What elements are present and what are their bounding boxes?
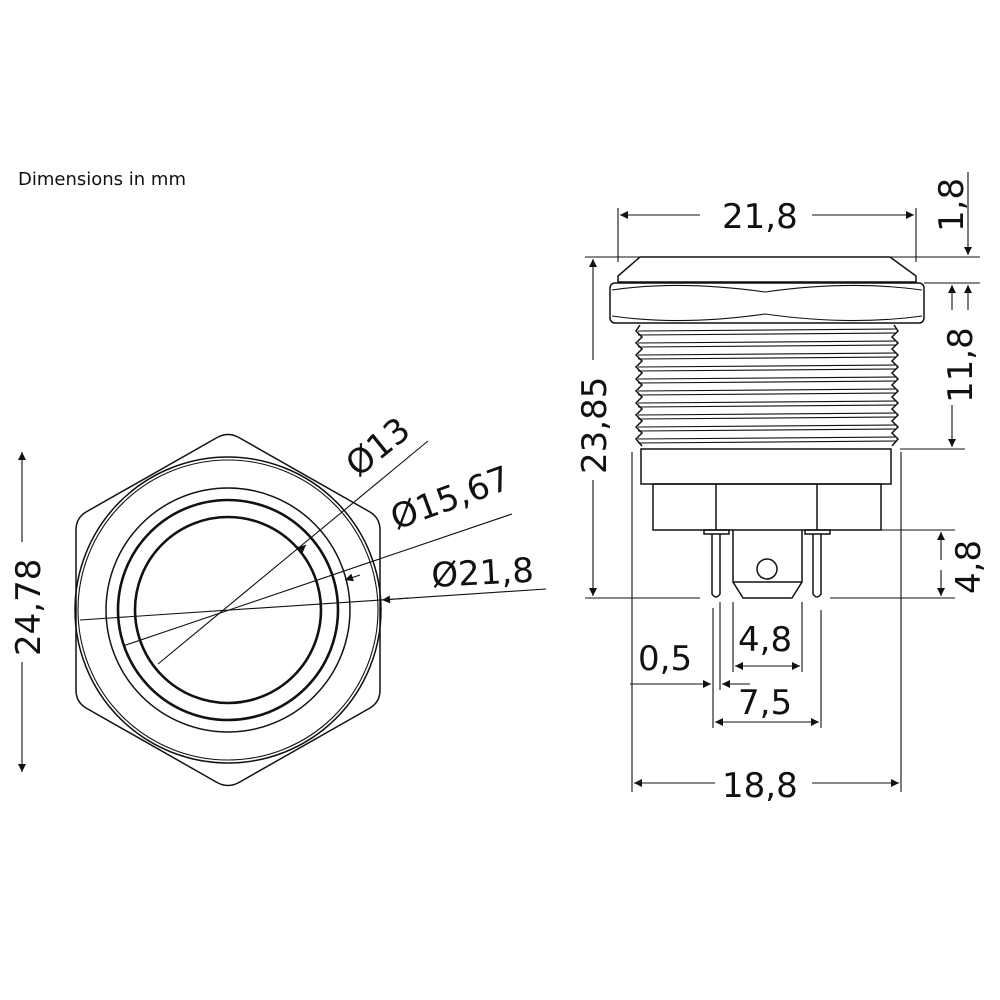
diameter-13-label: Ø13: [338, 410, 418, 485]
thread-length-label: 11,8: [941, 327, 981, 403]
switch-body: [640, 448, 892, 485]
tab-width-label: 4,8: [738, 620, 792, 660]
diameter-21-8-label: Ø21,8: [430, 551, 534, 596]
center-tab: [732, 530, 803, 599]
front-view: Ø13 Ø15,67 Ø21,8 24,78: [9, 410, 547, 787]
switch-base: [652, 483, 882, 531]
outer-ring: [74, 456, 382, 764]
side-view: 21,8 1,8 11,8 23,85 4,8 4,8 0,5 7,5 18,8: [575, 172, 989, 806]
flange-nut: [609, 282, 925, 324]
total-height-label: 23,85: [575, 377, 615, 474]
pin-thickness-label: 0,5: [638, 639, 692, 679]
pin-spacing-label: 7,5: [738, 683, 792, 723]
cap-height-label: 1,8: [932, 178, 972, 232]
hex-height-label: 24,78: [9, 559, 49, 656]
pin-length-label: 4,8: [949, 540, 989, 594]
base-width-label: 18,8: [722, 766, 798, 806]
outer-ring-inner: [77, 459, 379, 761]
hex-nut-outline: [75, 433, 381, 787]
button-13: [133, 515, 323, 705]
diameter-15-67-label: Ø15,67: [385, 458, 515, 538]
bezel-cap: [617, 256, 917, 283]
pin-left: [711, 534, 721, 598]
pin-right: [812, 534, 822, 598]
ring-led: [116, 498, 340, 722]
dimensions-caption: Dimensions in mm: [18, 169, 186, 190]
thread: [634, 324, 900, 447]
ring-15-67: [105, 487, 351, 733]
top-width-label: 21,8: [722, 197, 798, 237]
